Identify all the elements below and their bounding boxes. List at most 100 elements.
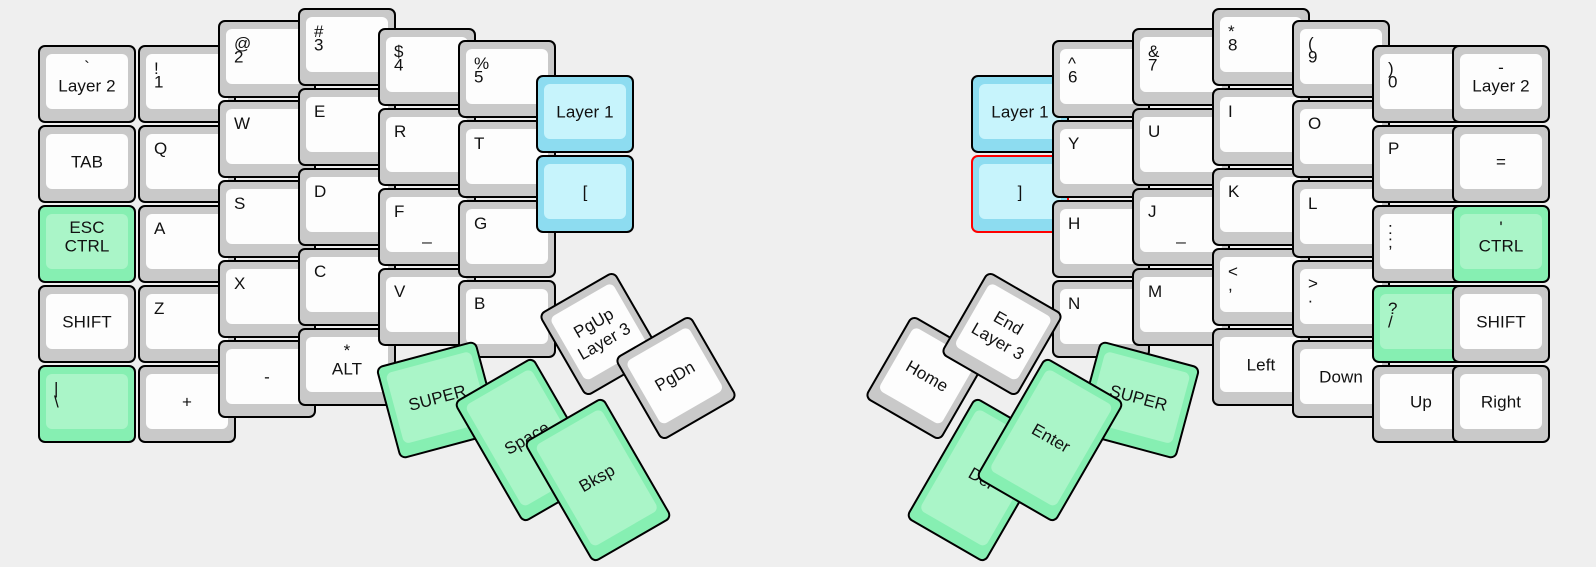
- keycap-legend-main: K: [1228, 182, 1240, 201]
- key-f[interactable]: F_: [378, 188, 476, 266]
- keycap-surface: &7: [1140, 37, 1222, 92]
- keycap-surface: P: [1380, 134, 1462, 189]
- keycap-legend-main: 8: [1228, 35, 1238, 54]
- keycap-surface: `Layer 2: [46, 54, 128, 109]
- keycap-legend-main: O: [1308, 114, 1322, 133]
- keycap-surface: @2: [226, 29, 308, 84]
- key-quote-ctrl[interactable]: 'CTRL: [1452, 205, 1550, 283]
- keycap-surface: Y: [1060, 129, 1142, 184]
- keycap-legend-main: CTRL: [1478, 236, 1524, 256]
- keycap-legend-main: 1: [154, 72, 164, 91]
- key-minus-layer2[interactable]: -Layer 2: [1452, 45, 1550, 123]
- keycap-surface: 'CTRL: [1460, 214, 1542, 269]
- keycap-legend-top: |: [54, 379, 59, 398]
- keycap-legend-main: Down: [1319, 367, 1363, 386]
- key-bracket-left[interactable]: [: [536, 155, 634, 233]
- keycap-surface: +: [146, 374, 228, 429]
- keycap-surface: (9: [1300, 29, 1382, 84]
- keycap-legend-main: SHIFT: [62, 312, 112, 331]
- keycap-surface: T: [466, 129, 548, 184]
- keycap-legend-main: ;: [1388, 232, 1393, 251]
- keycap-surface: B: [466, 289, 548, 344]
- keycap-legend-main: L: [1308, 194, 1318, 213]
- key-pipe-backslash[interactable]: |\: [38, 365, 136, 443]
- keycap-legend-main: 9: [1308, 47, 1318, 66]
- keycap-surface: Q: [146, 134, 228, 189]
- keycap-surface: G: [466, 209, 548, 264]
- keycap-surface: H: [1060, 209, 1142, 264]
- keycap-legend-top: %: [474, 54, 490, 73]
- keycap-legend-top: $: [394, 42, 404, 61]
- keycap-legend-main: X: [234, 274, 246, 293]
- keycap-legend-main: I: [1228, 102, 1233, 121]
- keycap-legend-top: &: [1148, 42, 1160, 61]
- keycap-legend-main: U: [1148, 122, 1161, 141]
- keycap-legend-main: E: [314, 102, 326, 121]
- keycap-surface: <,: [1220, 257, 1302, 312]
- key-equal[interactable]: =: [1452, 125, 1550, 203]
- keycap-legend-main: Right: [1480, 392, 1522, 411]
- keycap-legend-main: H: [1068, 214, 1081, 233]
- keycap-legend-main: T: [474, 134, 485, 153]
- keycap-legend-top: `: [84, 58, 90, 77]
- keycap-surface: *ALT: [306, 337, 388, 392]
- key-shift-right[interactable]: SHIFT: [1452, 285, 1550, 363]
- keycap-legend-main: 3: [314, 35, 324, 54]
- keycap-legend-top: !: [154, 59, 159, 78]
- keycap-legend-main: 4: [394, 55, 404, 74]
- keycap-surface: O: [1300, 109, 1382, 164]
- keycap-legend-main: F: [394, 202, 405, 221]
- keycap-legend-secondary: _: [1176, 225, 1186, 244]
- keycap-legend-main: D: [314, 182, 327, 201]
- keycap-surface: S: [226, 189, 308, 244]
- key-layer1-right[interactable]: Layer 1: [971, 75, 1069, 153]
- key-star-alt[interactable]: *ALT: [298, 328, 396, 406]
- keycap-surface: !1: [146, 54, 228, 109]
- keycap-surface: Up: [1380, 374, 1462, 429]
- keycap-surface: L: [1300, 189, 1382, 244]
- keycap-surface: E: [306, 97, 388, 152]
- key-shift-left[interactable]: SHIFT: [38, 285, 136, 363]
- keycap-legend-main: Bksp: [575, 460, 619, 496]
- keycap-surface: #3: [306, 17, 388, 72]
- key-tab[interactable]: TAB: [38, 125, 136, 203]
- key-layer1-left[interactable]: Layer 1: [536, 75, 634, 153]
- keycap-surface: U: [1140, 117, 1222, 172]
- keycap-surface: :;: [1380, 214, 1462, 269]
- keycap-surface: Left: [1220, 337, 1302, 392]
- key-right[interactable]: Right: [1452, 365, 1550, 443]
- keycap-legend-main: W: [234, 114, 251, 133]
- keycap-surface: C: [306, 257, 388, 312]
- keycap-legend-secondary: _: [422, 225, 432, 244]
- keycap-surface: V: [386, 277, 468, 332]
- keycap-legend-main: =: [1495, 152, 1507, 171]
- keycap-surface: F_: [386, 197, 468, 252]
- keycap-legend-main: \: [54, 392, 59, 411]
- keycap-surface: M: [1140, 277, 1222, 332]
- keycap-surface: ^6: [1060, 49, 1142, 104]
- keycap-legend-main: A: [154, 219, 166, 238]
- keycap-legend-main: 6: [1068, 67, 1078, 86]
- key-grave-layer2[interactable]: `Layer 2: [38, 45, 136, 123]
- keycap-legend-top: <: [1228, 262, 1239, 281]
- keycap-legend-top: ESC: [69, 218, 105, 237]
- keycap-legend-main: Enter: [1028, 419, 1074, 457]
- keycap-legend-top: *: [1228, 22, 1235, 41]
- keycap-legend-main: [: [582, 182, 588, 201]
- keycap-surface: SHIFT: [46, 294, 128, 349]
- key-k[interactable]: K: [1212, 168, 1310, 246]
- key-6[interactable]: ^6: [1052, 40, 1150, 118]
- keycap-legend-main: +: [181, 392, 193, 411]
- keycap-legend-top: -: [1498, 58, 1504, 77]
- keycap-legend-top: >: [1308, 274, 1319, 293]
- keycap-legend-main: 0: [1388, 72, 1398, 91]
- keycap-surface: =: [1460, 134, 1542, 189]
- keycap-legend-top: #: [314, 22, 324, 41]
- keycap-legend-top: :: [1388, 219, 1393, 238]
- keycap-surface: J_: [1140, 197, 1222, 252]
- keycap-surface: D: [306, 177, 388, 232]
- keycap-legend-main: Layer 1: [991, 102, 1049, 121]
- keycap-legend-top: ^: [1068, 54, 1077, 73]
